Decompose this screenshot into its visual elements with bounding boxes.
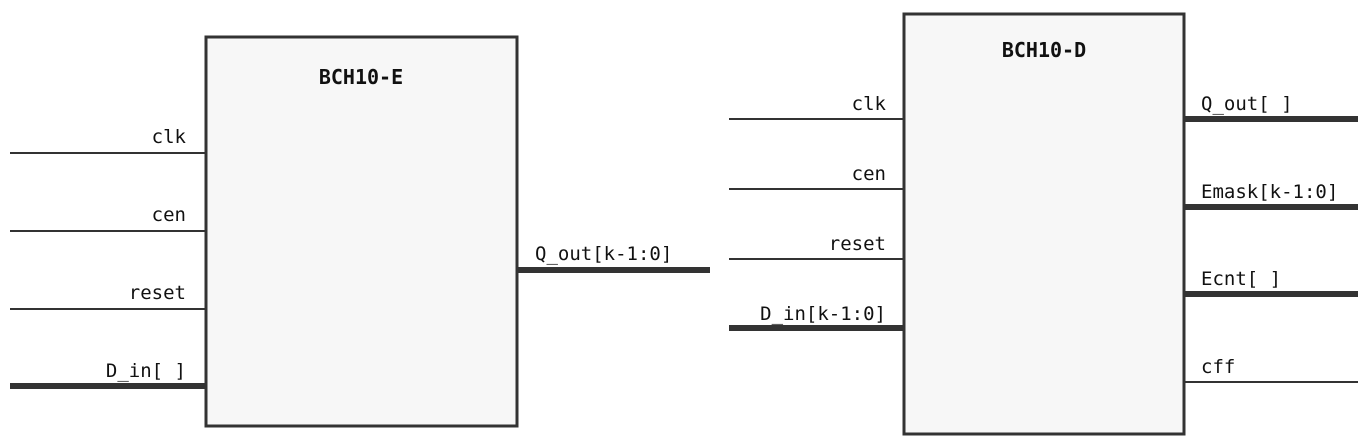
- decoder-cen-label: cen: [852, 163, 886, 185]
- encoder-clk-label: clk: [152, 126, 187, 148]
- decoder-block: BCH10-D clk cen reset D_in[k-1:0] Q_out[…: [729, 12, 1358, 436]
- encoder-din-label: D_in[ ]: [106, 360, 186, 382]
- decoder-clk-label: clk: [852, 93, 887, 115]
- decoder-cff-label: cff: [1201, 356, 1235, 378]
- encoder-qout-label: Q_out[k-1:0]: [535, 243, 672, 265]
- decoder-emask-label: Emask[k-1:0]: [1201, 181, 1338, 203]
- encoder-cen-label: cen: [152, 204, 186, 226]
- encoder-reset-label: reset: [129, 282, 186, 304]
- encoder-title: BCH10-E: [319, 65, 403, 89]
- decoder-qout-label: Q_out[ ]: [1201, 93, 1293, 115]
- decoder-din-label: D_in[k-1:0]: [760, 303, 886, 325]
- decoder-title: BCH10-D: [1002, 38, 1086, 62]
- decoder-reset-label: reset: [829, 233, 886, 255]
- encoder-box: [204, 35, 519, 428]
- decoder-box: [902, 12, 1186, 436]
- decoder-ecnt-label: Ecnt[ ]: [1201, 268, 1281, 290]
- encoder-block: BCH10-E clk cen reset D_in[ ] Q_out[k-1:…: [10, 35, 710, 428]
